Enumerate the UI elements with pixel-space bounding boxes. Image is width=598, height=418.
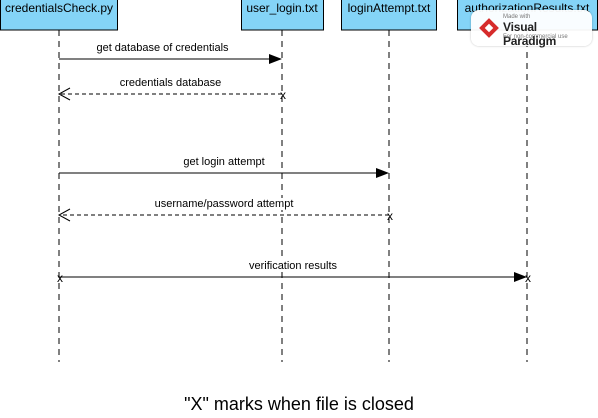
- close-x-mark-3: x: [57, 271, 63, 285]
- message-label-bg-4: [152, 198, 296, 210]
- lifeline-title-user_login: user_login.txt: [246, 1, 318, 15]
- sequence-diagram: credentialsCheck.py user_login.txt loginAt…: [0, 0, 598, 362]
- lifeline-title-login_attempt: loginAttempt.txt: [348, 1, 431, 15]
- watermark-made-with: Made with: [503, 14, 531, 20]
- visual-paradigm-logo-icon: [479, 18, 499, 38]
- lifeline-box-user_login: [241, 0, 324, 31]
- close-x-mark-4: x: [525, 271, 531, 285]
- message-label-5: verification results: [249, 260, 338, 272]
- close-x-mark-1: x: [280, 88, 286, 102]
- message-label-2: credentials database: [120, 77, 222, 89]
- message-label-bg-3: [181, 156, 267, 168]
- message-label-1: get database of credentials: [96, 42, 229, 54]
- message-arrowhead-4: [57, 208, 71, 222]
- close-x-mark-2: x: [387, 209, 393, 223]
- message-label-bg-5: [246, 260, 340, 272]
- watermark-note: For non-commercial use: [503, 34, 568, 40]
- message-label-bg-2: [117, 77, 224, 89]
- lifeline-title-credentials: credentialsCheck.py: [5, 1, 113, 15]
- lifeline-box-login_attempt: [341, 0, 437, 31]
- message-label-bg-1: [94, 42, 232, 54]
- message-arrowhead-2: [57, 87, 71, 101]
- message-arrowhead-5: [514, 272, 527, 282]
- diagram-caption: "X" marks when file is closed: [184, 394, 414, 414]
- message-arrowhead-3: [376, 168, 389, 178]
- watermark-brand: Visual Paradigm: [503, 20, 557, 48]
- message-label-4: username/password attempt: [155, 198, 294, 210]
- visual-paradigm-watermark: Made with Visual Paradigm For non-commer…: [471, 10, 592, 48]
- message-arrowhead-1: [269, 54, 282, 64]
- lifeline-box-credentials: [0, 0, 118, 31]
- message-label-3: get login attempt: [183, 156, 264, 168]
